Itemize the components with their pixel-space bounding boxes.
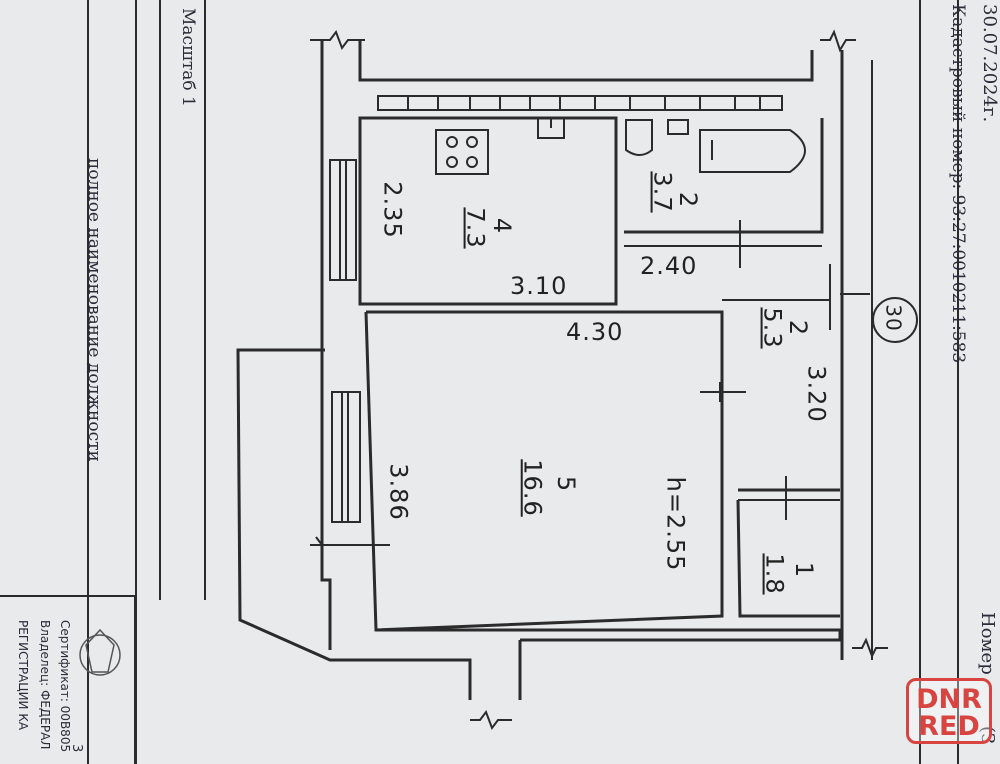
dim-bath-length: 2.40 bbox=[640, 252, 698, 280]
stamp-line-2: Владелец: ФЕДЕРАЛ bbox=[38, 620, 52, 750]
room-5-area: 16.6 bbox=[518, 459, 547, 517]
number-label: Номер bbox=[977, 612, 998, 675]
room-2-number: 2 bbox=[784, 319, 813, 337]
room-3-area: 3.7 bbox=[648, 171, 677, 213]
room-4-area: 7.3 bbox=[461, 207, 490, 249]
dim-hall-length: 3.20 bbox=[802, 365, 831, 423]
dim-kitchen-length: 3.10 bbox=[510, 272, 568, 300]
room-3-number: 2 bbox=[674, 191, 703, 209]
dim-kitchen-width: 2.35 bbox=[378, 181, 407, 239]
watermark-line-2: RED bbox=[918, 711, 980, 742]
building-number-circle bbox=[872, 297, 918, 343]
room-1-area: 1.8 bbox=[760, 553, 789, 595]
toilet-symbol bbox=[625, 119, 653, 156]
building-number: 30 bbox=[881, 304, 906, 332]
bathtub-symbol bbox=[699, 129, 806, 173]
balcony-outline bbox=[236, 348, 472, 700]
dnr-red-watermark: DNR RED bbox=[906, 678, 992, 744]
position-label: полное наименование должности bbox=[84, 158, 104, 462]
ceiling-height: h=2.55 bbox=[661, 476, 690, 572]
stamp-line-1: Сертификат: 00В805 bbox=[58, 620, 72, 753]
edge-mark: 3 bbox=[69, 744, 84, 753]
room-1-number: 1 bbox=[790, 561, 819, 579]
cadastral-number: Кадастровый номер: 93:27:0010211:583 bbox=[948, 4, 968, 364]
watermark-line-1: DNR bbox=[916, 684, 982, 715]
emblem-icon bbox=[79, 628, 121, 676]
dim-living-width: 3.86 bbox=[384, 463, 413, 521]
document-date: 30.07.2024г. bbox=[979, 4, 1000, 123]
stamp-line-3: РЕГИСТРАЦИИ КА bbox=[16, 620, 30, 731]
outer-wall bbox=[320, 40, 332, 650]
room-4-number: 4 bbox=[488, 217, 517, 235]
scale-label: Масштаб 1 bbox=[178, 8, 198, 107]
room-2-area: 5.3 bbox=[758, 307, 787, 349]
stove-symbol bbox=[435, 129, 489, 175]
dim-living-length: 4.30 bbox=[566, 318, 624, 346]
room-5-number: 5 bbox=[552, 475, 581, 493]
